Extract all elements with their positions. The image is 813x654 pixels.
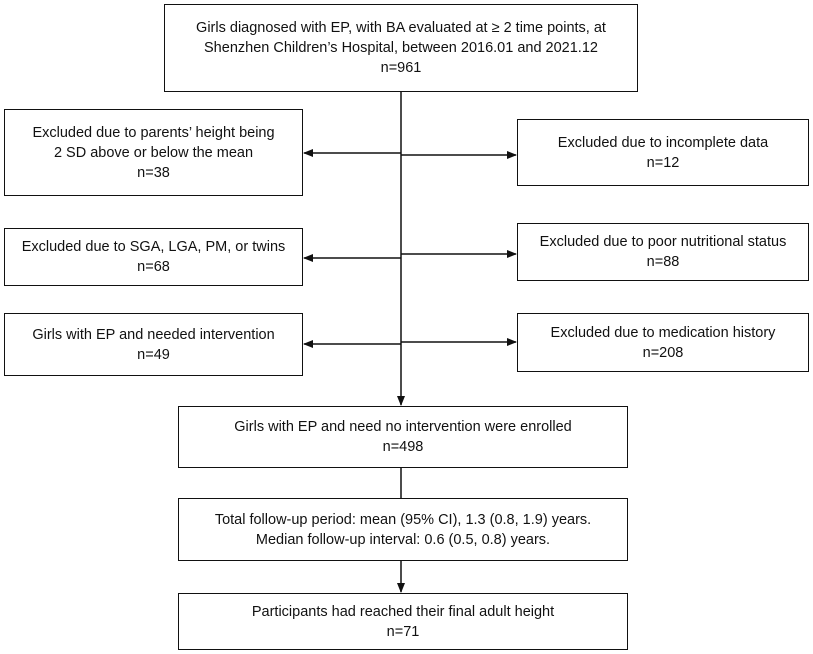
box-text-line: Median follow-up interval: 0.6 (0.5, 0.8… [255, 531, 551, 548]
box-excluded-medication: Excluded due to medication history n=208 [517, 313, 809, 372]
box-count: n=38 [137, 164, 170, 181]
box-text-line: Girls diagnosed with EP, with BA evaluat… [196, 20, 606, 36]
box-final-adult-height: Participants had reached their final adu… [178, 593, 628, 650]
box-excluded-nutrition: Excluded due to poor nutritional status … [517, 223, 809, 281]
box-text-line: Excluded due to parents’ height being [32, 124, 275, 141]
box-count: n=71 [386, 623, 420, 640]
box-text-line: Excluded due to medication history [550, 324, 776, 341]
box-text-line: Participants had reached their final adu… [251, 603, 555, 620]
box-count: n=498 [382, 439, 424, 455]
box-count: n=12 [646, 154, 680, 171]
box-text-line: Girls with EP and needed intervention [32, 326, 275, 343]
box-follow-up: Total follow-up period: mean (95% CI), 1… [178, 498, 628, 561]
box-excluded-sga-lga: Excluded due to SGA, LGA, PM, or twins n… [4, 228, 303, 286]
box-text-line: Excluded due to poor nutritional status [539, 234, 787, 250]
box-text-line: Excluded due to SGA, LGA, PM, or twins [21, 239, 286, 255]
box-enrolled: Girls with EP and need no intervention w… [178, 406, 628, 468]
box-count: n=68 [137, 259, 170, 275]
box-text-line: Excluded due to incomplete data [557, 134, 769, 151]
box-excluded-incomplete-data: Excluded due to incomplete data n=12 [517, 119, 809, 186]
box-count: n=208 [642, 344, 684, 361]
box-count: n=88 [646, 254, 680, 270]
box-text-line: 2 SD above or below the mean [53, 144, 254, 161]
box-text-line: Girls with EP and need no intervention w… [234, 419, 572, 435]
box-needed-intervention: Girls with EP and needed intervention n=… [4, 313, 303, 376]
box-text-line: Total follow-up period: mean (95% CI), 1… [214, 511, 592, 528]
box-girls-diagnosed: Girls diagnosed with EP, with BA evaluat… [164, 4, 638, 92]
box-text-line: Shenzhen Children’s Hospital, between 20… [204, 40, 598, 56]
box-count: n=961 [380, 60, 422, 76]
box-count: n=49 [137, 346, 170, 363]
box-excluded-parents-height: Excluded due to parents’ height being 2 … [4, 109, 303, 196]
